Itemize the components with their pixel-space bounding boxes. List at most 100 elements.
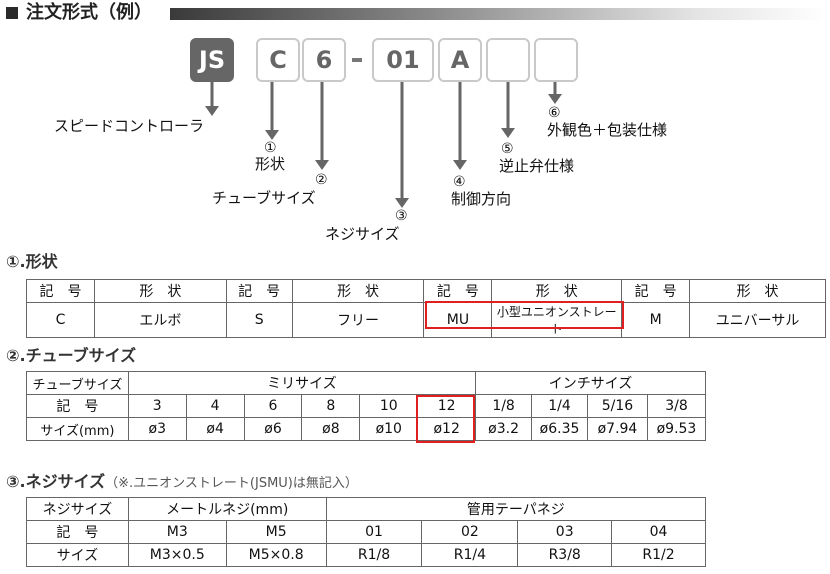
label-ext-number: ⑥ [548,105,561,121]
table-cell: 10 [359,394,419,418]
table-cell: M3 [127,520,227,544]
table-cell: ユニバーサル [689,302,826,338]
header-gradient-bar [170,8,828,20]
table-cell: ø6.35 [531,417,588,441]
table-cell: C [26,302,95,338]
table-row: 記 号 形 状 記 号 形 状 記 号 形 状 記 号 形 状 [26,279,826,303]
table-cell: 04 [611,520,706,544]
label-control-number: ④ [453,174,466,190]
table-row: ネジサイズ メートルネジ(mm) 管用テーパネジ [26,497,707,521]
table-cell-highlighted: MU [423,302,493,338]
row-label: 記 号 [26,520,129,544]
group-header-metric: メートルネジ(mm) [127,497,327,521]
code-box-control: A [438,38,482,82]
table-cell: ø3.2 [475,417,533,441]
group-header-mm: ミリサイズ [127,371,477,395]
row-label: サイズ(mm) [26,417,129,441]
table-cell: 8 [301,394,361,418]
table-cell: ø8 [301,417,361,441]
table-cell: 4 [185,394,245,418]
table-cell: 3 [127,394,187,418]
table-cell: 5/16 [587,394,648,418]
code-arrows [205,82,562,208]
table-cell: M5×0.8 [225,543,327,567]
header-cell: 記 号 [621,279,691,303]
group-header-taper: 管用テーパネジ [325,497,707,521]
table-cell: 1/8 [475,394,533,418]
table-row: サイズ(mm) ø3 ø4 ø6 ø8 ø10 ø12 ø3.2 ø6.35 ø… [26,417,707,441]
code-box-series: JS [190,38,234,82]
label-tube-number: ② [315,172,328,188]
label-thread-number: ③ [395,208,408,224]
label-thread-size: ネジサイズ [325,225,400,243]
section3-title-text: ③.ネジサイズ [6,472,106,491]
code-box-thread: 01 [372,38,434,82]
table-cell: R1/4 [421,543,519,567]
table-cell: 01 [325,520,423,544]
code-box-ext [534,38,578,82]
group-header-inch: インチサイズ [475,371,706,395]
code-dash [352,58,362,62]
table-cell-highlighted: 12 [417,394,477,418]
table-cell: 1/4 [531,394,588,418]
section1-title: ①.形状 [6,252,58,271]
code-box-check [486,38,530,82]
section3-note: （※.ユニオンストレート(JSMU)は無記入） [105,476,358,491]
header-square-icon [6,7,18,19]
table-cell: R3/8 [517,543,613,567]
section2-title: ②.チューブサイズ [6,346,137,365]
table-cell-highlighted: 小型ユニオンストレート [491,302,623,338]
table-cell: R1/2 [611,543,706,567]
table-cell: 03 [517,520,613,544]
table-row: 記 号 M3 M5 01 02 03 04 [26,520,706,544]
table-cell: ø3 [127,417,187,441]
header-cell: 形 状 [93,279,227,303]
page-title: 注文形式（例） [26,2,152,23]
table-cell-highlighted: ø12 [417,417,477,441]
table-cell: 3/8 [646,394,707,418]
table-cell: R1/8 [325,543,423,567]
table-cell: M3×0.5 [127,543,227,567]
label-tube-size: チューブサイズ [212,189,316,207]
table-cell: エルボ [93,302,227,338]
label-exterior-packaging: 外観色＋包装仕様 [547,121,668,139]
code-box-shape: C [256,38,300,82]
table-cell: ø4 [185,417,245,441]
table-row: チューブサイズ ミリサイズ インチサイズ [26,371,706,395]
header-cell: 形 状 [291,279,425,303]
thread-size-table: ネジサイズ メートルネジ(mm) 管用テーパネジ 記 号 M3 M5 01 02… [26,497,707,567]
table-cell: 6 [243,394,303,418]
table-cell: ø6 [243,417,303,441]
row-label: サイズ [26,543,129,567]
section3-title: ③.ネジサイズ（※.ユニオンストレート(JSMU)は無記入） [6,468,358,492]
label-speed-controller: スピードコントローラ [54,117,205,135]
label-check-valve: 逆止弁仕様 [499,157,575,175]
label-shape-number: ① [264,140,277,156]
header-cell: 記 号 [423,279,493,303]
table-cell: ø10 [359,417,419,441]
table-cell: ø9.53 [646,417,707,441]
table-cell: ø7.94 [587,417,648,441]
label-check-number: ⑤ [501,141,514,157]
table-row: サイズ M3×0.5 M5×0.8 R1/8 R1/4 R3/8 R1/2 [26,543,706,567]
header-cell: 形 状 [491,279,623,303]
table-cell: S [225,302,293,338]
shape-table: 記 号 形 状 記 号 形 状 記 号 形 状 記 号 形 状 C エルボ S … [26,279,826,338]
table-row: C エルボ S フリー MU 小型ユニオンストレート M ユニバーサル [26,302,826,338]
table-cell: フリー [291,302,425,338]
table-cell: M5 [225,520,327,544]
header-cell: 形 状 [689,279,826,303]
table-cell: M [621,302,691,338]
tube-size-table: チューブサイズ ミリサイズ インチサイズ 記 号 3 4 6 8 10 12 1… [26,371,707,441]
header-cell: 記 号 [26,279,95,303]
corner-cell: チューブサイズ [26,371,129,395]
section-header: 注文形式（例） [2,2,828,24]
label-control-direction: 制御方向 [451,190,512,208]
label-shape: 形状 [255,155,286,173]
row-label: 記 号 [26,394,129,418]
header-cell: 記 号 [225,279,293,303]
table-cell: 02 [421,520,519,544]
corner-cell: ネジサイズ [26,497,129,521]
code-box-tube: 6 [302,38,346,82]
table-row: 記 号 3 4 6 8 10 12 1/8 1/4 5/16 3/8 [26,394,707,418]
